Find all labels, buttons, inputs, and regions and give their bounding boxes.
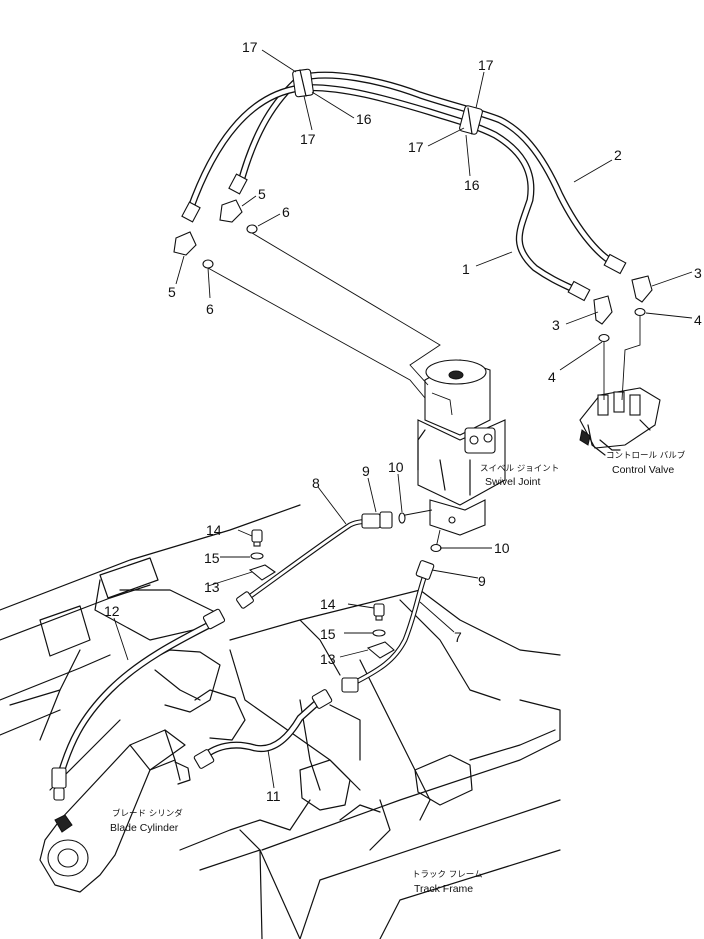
callout-9: 9 <box>362 463 370 479</box>
callout-10: 10 <box>494 540 510 556</box>
track-frame <box>0 504 561 939</box>
callout-4: 4 <box>548 369 556 385</box>
callout-13: 13 <box>204 579 220 595</box>
callout-14: 14 <box>206 522 222 538</box>
callout-16: 16 <box>356 111 372 127</box>
callout-2: 2 <box>614 147 622 163</box>
callout-leaders <box>113 49 693 789</box>
clamps <box>292 68 483 135</box>
callout-12: 12 <box>104 603 120 619</box>
callout-3: 3 <box>694 265 702 281</box>
callout-10: 10 <box>388 459 404 475</box>
pipe-8 <box>236 511 406 609</box>
swivel-joint <box>417 359 506 536</box>
bolts-washers-clamps <box>248 529 395 659</box>
callout-15: 15 <box>320 626 336 642</box>
control-valve-label-jp: コントロール バルブ <box>606 450 686 461</box>
swivel-joint-label: Swivel Joint <box>485 476 541 488</box>
callout-1: 1 <box>462 261 470 277</box>
elbows-and-orings <box>173 199 653 343</box>
blade-cylinder-label: Blade Cylinder <box>110 822 179 834</box>
control-valve-label: Control Valve <box>612 464 674 476</box>
callout-17: 17 <box>242 39 258 55</box>
callout-6: 6 <box>206 301 214 317</box>
hose-12 <box>51 608 226 801</box>
leader-lines <box>207 232 641 549</box>
pipe-7 <box>341 543 442 693</box>
control-valve <box>579 387 661 456</box>
swivel-joint-label-jp: スイベル ジョイント <box>480 464 559 474</box>
component-labels: スイベル ジョイント Swivel Joint コントロール バルブ Contr… <box>110 450 686 895</box>
callout-8: 8 <box>312 475 320 491</box>
callout-17: 17 <box>478 57 494 73</box>
callout-9: 9 <box>478 573 486 589</box>
callout-5: 5 <box>258 186 266 202</box>
track-frame-label: Track Frame <box>414 883 473 895</box>
hose-11 <box>193 689 333 769</box>
hose-ends <box>181 173 627 302</box>
callout-14: 14 <box>320 596 336 612</box>
callout-15: 15 <box>204 550 220 566</box>
callout-6: 6 <box>282 204 290 220</box>
callout-4: 4 <box>694 312 702 328</box>
callout-17: 17 <box>408 139 424 155</box>
callout-11: 11 <box>266 788 281 804</box>
blade-cylinder-label-jp: ブレード シリンダ <box>112 808 183 819</box>
callout-3: 3 <box>552 317 560 333</box>
callout-16: 16 <box>464 177 480 193</box>
callout-numbers: 17 16 17 17 17 16 2 1 3 3 4 4 5 6 5 6 8 … <box>104 39 702 804</box>
hose-1 <box>186 84 579 294</box>
callout-17: 17 <box>300 131 316 147</box>
callout-13: 13 <box>320 651 336 667</box>
track-frame-label-jp: トラック フレーム <box>412 870 482 880</box>
blade-cylinder <box>39 729 191 893</box>
hose-2 <box>236 71 616 266</box>
callout-7: 7 <box>454 629 462 645</box>
callout-5: 5 <box>168 284 176 300</box>
